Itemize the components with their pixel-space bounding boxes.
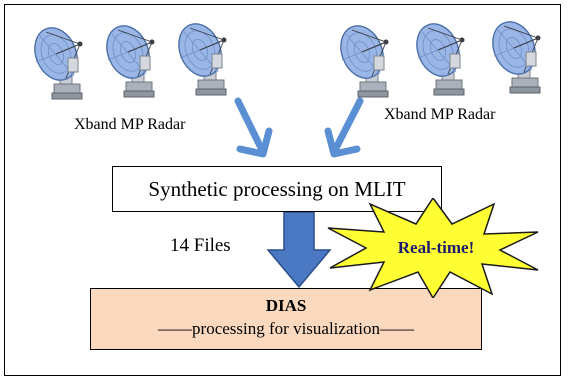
radar-dish-icon (104, 20, 166, 100)
starburst-icon (327, 198, 539, 298)
synthetic-processing-box: Synthetic processing on MLIT (112, 166, 442, 212)
arrow-down-left-icon (324, 97, 364, 158)
radar-dish-icon (32, 22, 94, 102)
radar-dish-icon (414, 18, 476, 98)
big-down-arrow-icon (266, 211, 332, 289)
realtime-callout: Real-time! (326, 198, 540, 298)
arrow-down-right-icon (234, 97, 273, 158)
files-count-label: 14 Files (170, 235, 231, 256)
dias-subtitle: ——processing for visualization—— (158, 319, 414, 338)
radar-label-right: Xband MP Radar (384, 106, 496, 123)
radar-label-left: Xband MP Radar (74, 116, 186, 133)
radar-dish-icon (490, 16, 552, 96)
realtime-callout-text: Real-time! (397, 238, 475, 257)
radar-dish-icon (176, 18, 238, 98)
radar-dish-icon (338, 20, 400, 100)
dias-title: DIAS (265, 296, 307, 315)
dias-box: DIAS ——processing for visualization—— (90, 288, 482, 350)
